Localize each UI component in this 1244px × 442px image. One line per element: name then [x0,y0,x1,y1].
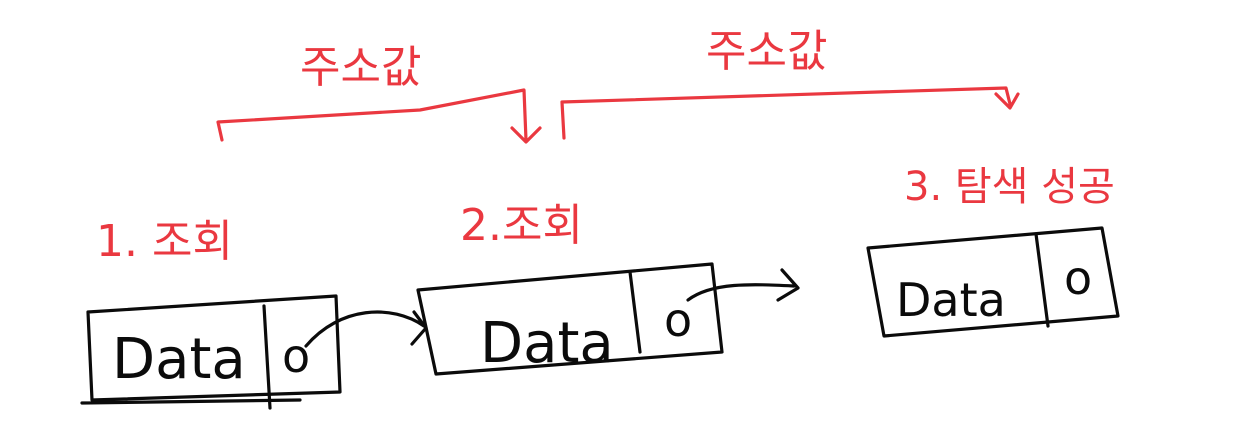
node-2-box [416,262,724,376]
bracket-1: 주소값 [216,42,542,144]
bracket-2-label: 주소값 [706,26,827,77]
bracket-1-label: 주소값 [300,42,421,93]
node-3-data-label: Data [896,273,1006,327]
step-3-label: 3. 탐색 성공 [904,164,1115,210]
node-2-pointer-label: o [664,293,692,347]
step-1-label: 1. 조회 [96,216,233,267]
node-3-divider [1034,232,1050,328]
node-2: Data o [416,262,724,376]
node-1: Data o [80,294,342,410]
bracket-2-line [560,86,1020,140]
bracket-1-line [216,88,542,144]
node-2-data-label: Data [480,311,614,376]
bracket-2: 주소값 [560,26,1020,140]
node-3-box [866,226,1120,338]
node-3-pointer-label: o [1064,251,1092,305]
node-3: Data o [866,226,1120,338]
link-arrow-2-to-3 [686,268,800,302]
node-2-divider [628,270,642,354]
step-2-label: 2.조회 [460,200,583,251]
node-1-pointer-label: o [282,329,310,383]
link-arrow-1-to-2 [304,310,428,348]
node-1-divider [262,304,272,410]
node-1-box [80,294,342,405]
node-1-data-label: Data [112,327,246,392]
